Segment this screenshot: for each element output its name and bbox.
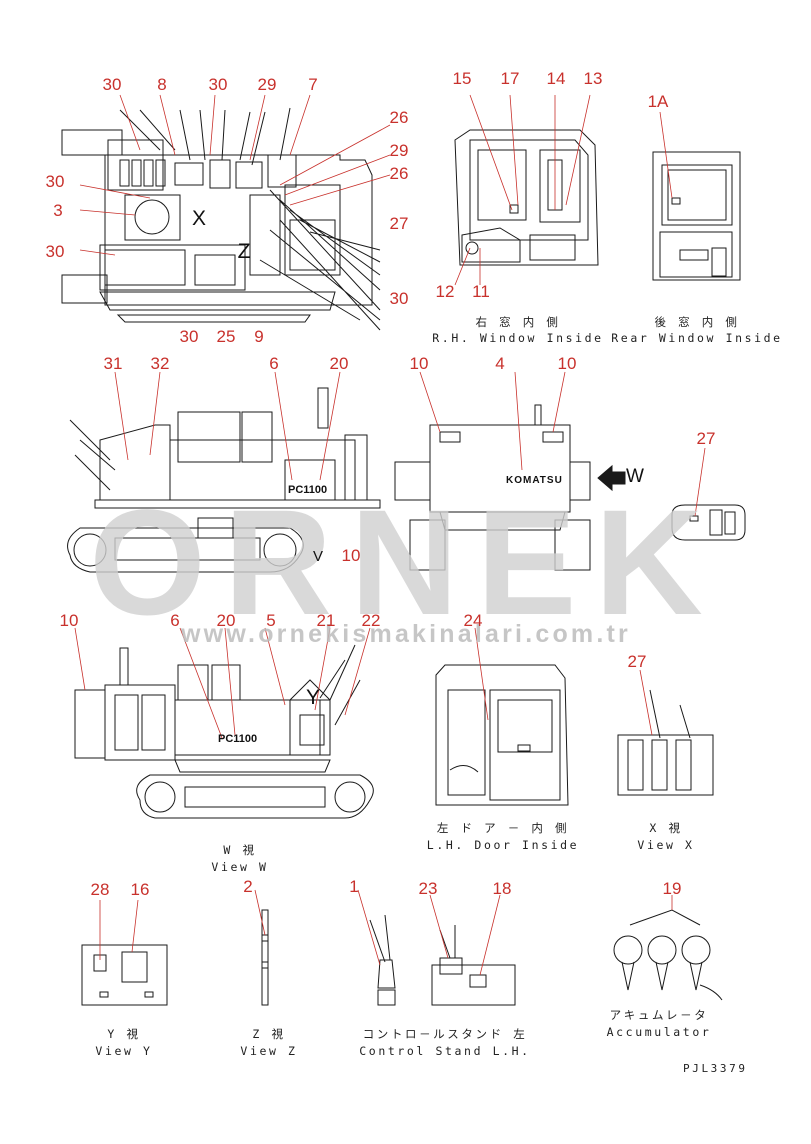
caption-view-y-en: View Y <box>95 1044 153 1058</box>
accumulator-part <box>613 909 723 1001</box>
callout-27: 27 <box>627 652 647 671</box>
caption-view-z-en: View Z <box>240 1044 298 1058</box>
caption-rh-window-en: R.H. Window Inside <box>432 331 604 345</box>
callout-13: 13 <box>583 69 603 88</box>
caption-view-x-en: View X <box>637 838 695 852</box>
caption-view-x-jp: X 視 <box>649 821 683 835</box>
caption-rear-window-en: Rear Window Inside <box>611 331 783 345</box>
caption-view-w-jp: W 視 <box>223 843 257 857</box>
side-view-machine <box>67 387 381 573</box>
callout-5: 5 <box>266 611 276 630</box>
caption-lh-door-jp: 左 ド ア － 内 側 <box>436 821 570 835</box>
callout-27: 27 <box>696 429 716 448</box>
callout-31: 31 <box>103 354 123 373</box>
callout-30: 30 <box>45 172 65 191</box>
callout-28: 28 <box>90 880 110 899</box>
callout-29: 29 <box>257 75 277 94</box>
callout-3: 3 <box>53 201 63 220</box>
view-x-panel <box>617 689 714 796</box>
callout-27: 27 <box>389 214 409 233</box>
caption-control-stand-en: Control Stand L.H. <box>359 1044 531 1058</box>
callout-22: 22 <box>361 611 381 630</box>
view-letter-w: W <box>626 466 644 487</box>
callout-29: 29 <box>389 141 409 160</box>
caption-accumulator-en: Accumulator <box>606 1025 712 1039</box>
callout-leaders <box>74 94 706 976</box>
callout-17: 17 <box>500 69 520 88</box>
callout-14: 14 <box>546 69 566 88</box>
callout-7: 7 <box>308 75 318 94</box>
callout-9: 9 <box>254 327 264 346</box>
drawing-code: PJL3379 <box>683 1062 748 1075</box>
callout-19: 19 <box>662 879 682 898</box>
caption-view-z-jp: Z 視 <box>252 1027 286 1041</box>
top-view-machine <box>61 107 381 331</box>
callout-10: 10 <box>59 611 79 630</box>
callout-24: 24 <box>463 611 483 630</box>
callout-20: 20 <box>216 611 236 630</box>
caption-accumulator-jp: アキュムレ－タ <box>609 1008 709 1022</box>
rear-window-view <box>652 151 741 281</box>
callout-30: 30 <box>102 75 122 94</box>
callout-21: 21 <box>316 611 336 630</box>
view-letter-y: Y <box>305 686 321 709</box>
part-27-detail <box>671 504 746 541</box>
callout-1A: 1A <box>647 92 669 111</box>
caption-rh-window-jp: 右 窓 内 側 <box>475 315 561 329</box>
caption-control-stand-jp: コントロ－ルスタンド 左 <box>362 1027 528 1041</box>
view-z-part <box>261 909 269 1006</box>
callout-6: 6 <box>170 611 180 630</box>
callout-15: 15 <box>452 69 472 88</box>
view-letter-v: V <box>312 548 324 565</box>
view-w-machine <box>74 644 374 819</box>
callout-11: 11 <box>472 282 490 301</box>
callout-30: 30 <box>389 289 409 308</box>
callout-23: 23 <box>418 879 438 898</box>
callout-30: 30 <box>45 242 65 261</box>
rh-window-view <box>454 129 599 266</box>
view-y-panel <box>81 944 168 1006</box>
callout-1: 1 <box>349 877 359 896</box>
control-stand-part <box>369 914 516 1006</box>
callout-26: 26 <box>389 108 409 127</box>
callout-12: 12 <box>435 282 455 301</box>
callout-10: 10 <box>409 354 429 373</box>
callout-30: 30 <box>179 327 199 346</box>
callout-10: 10 <box>341 546 361 565</box>
callout-20: 20 <box>329 354 349 373</box>
callout-6: 6 <box>269 354 279 373</box>
callout-8: 8 <box>157 75 167 94</box>
model-badge-side: PC1100 <box>288 484 328 496</box>
caption-view-w-en: View W <box>211 860 269 874</box>
callout-32: 32 <box>150 354 170 373</box>
caption-lh-door-en: L.H. Door Inside <box>426 838 580 852</box>
view-letter-z: Z <box>237 240 251 263</box>
maker-badge: KOMATSU <box>506 475 563 486</box>
callout-4: 4 <box>495 354 505 373</box>
callout-10: 10 <box>557 354 577 373</box>
callout-30: 30 <box>208 75 228 94</box>
callout-18: 18 <box>492 879 512 898</box>
callout-25: 25 <box>216 327 236 346</box>
lh-door-view <box>435 664 569 806</box>
model-badge-view-w: PC1100 <box>218 733 258 745</box>
callout-26: 26 <box>389 164 409 183</box>
rear-view-machine <box>394 404 626 571</box>
caption-rear-window-jp: 後 窓 内 側 <box>654 315 740 329</box>
callout-16: 16 <box>130 880 150 899</box>
watermark-url: www.ornekismakinalari.com.tr <box>181 620 631 648</box>
caption-view-y-jp: Y 視 <box>107 1027 141 1041</box>
callout-2: 2 <box>243 877 253 896</box>
view-letter-x: X <box>191 207 207 230</box>
